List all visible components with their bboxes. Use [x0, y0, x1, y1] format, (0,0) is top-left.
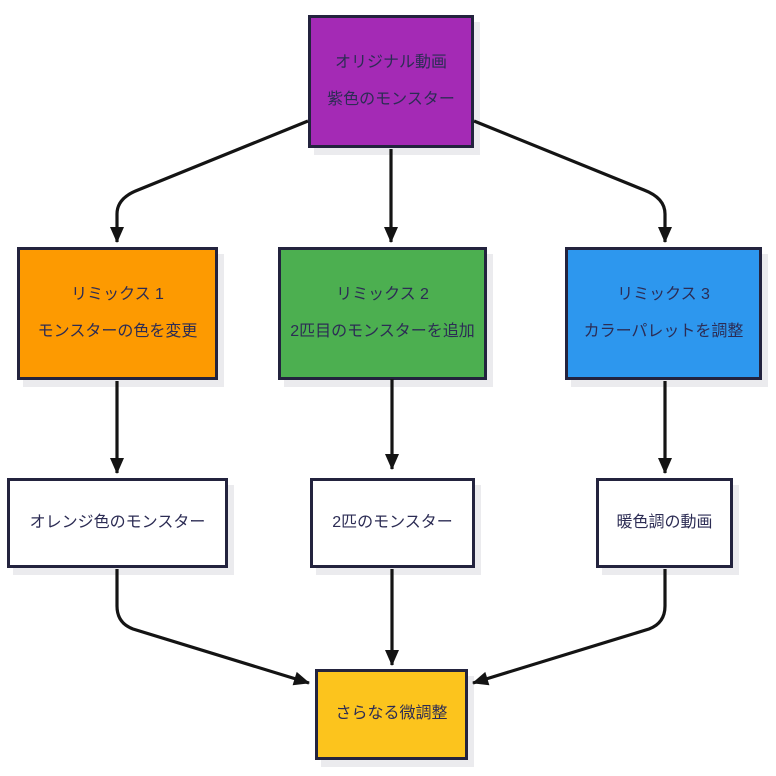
node-warm-toned-video-label: 暖色調の動画 [616, 505, 712, 542]
node-original-video-label: オリジナル動画 紫色のモンスター [327, 45, 455, 119]
arrow-orange-monster-to-final [115, 569, 310, 686]
node-remix-3: リミックス 3 カラーパレットを調整 [565, 247, 762, 380]
node-label-line: オリジナル動画 [334, 53, 447, 71]
arrow-warm-video-to-final [472, 569, 667, 686]
node-label-line: 暖色調の動画 [616, 513, 713, 531]
node-two-monsters-label: 2匹のモンスター [332, 505, 453, 542]
node-further-tweaks-label: さらなる微調整 [335, 696, 447, 733]
node-label-line: モンスターの色を変更 [37, 322, 198, 340]
node-remix-1-label: リミックス 1 モンスターの色を変更 [38, 277, 198, 351]
arrow-original-to-remix3 [473, 119, 672, 243]
node-label-line: オレンジ色のモンスター [29, 513, 206, 531]
node-label-line: リミックス 2 [336, 285, 429, 303]
node-orange-monster: オレンジ色のモンスター [7, 478, 228, 568]
node-label-line: リミックス 3 [617, 285, 710, 303]
node-orange-monster-label: オレンジ色のモンスター [30, 505, 206, 542]
node-remix-2-label: リミックス 2 2匹目のモンスターを追加 [290, 277, 475, 351]
node-label-line: リミックス 1 [71, 285, 164, 303]
node-label-line: 2匹目のモンスターを追加 [290, 322, 475, 340]
node-label-line: 紫色のモンスター [327, 90, 455, 108]
node-further-tweaks: さらなる微調整 [315, 669, 468, 760]
node-warm-toned-video: 暖色調の動画 [596, 478, 733, 568]
node-remix-3-label: リミックス 3 カラーパレットを調整 [584, 277, 744, 351]
arrow-original-to-remix1 [110, 119, 309, 243]
node-original-video: オリジナル動画 紫色のモンスター [308, 15, 474, 148]
node-label-line: カラーパレットを調整 [583, 322, 744, 340]
node-label-line: 2匹のモンスター [332, 513, 453, 531]
node-remix-2: リミックス 2 2匹目のモンスターを追加 [278, 247, 487, 380]
node-label-line: さらなる微調整 [335, 705, 448, 723]
node-remix-1: リミックス 1 モンスターの色を変更 [17, 247, 218, 380]
node-two-monsters: 2匹のモンスター [310, 478, 475, 568]
